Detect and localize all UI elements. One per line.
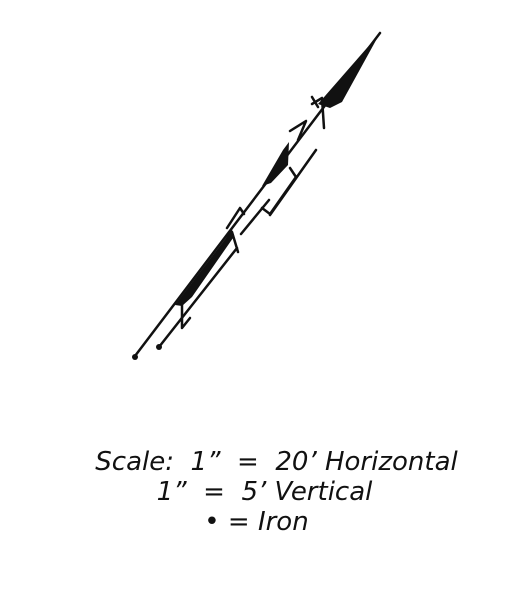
scale-horizontal-label: Scale: 1” = 20’ Horizontal bbox=[95, 447, 458, 477]
offset-middle-right bbox=[230, 230, 240, 254]
offset-center-box bbox=[260, 166, 298, 216]
wedge-upper bbox=[318, 33, 380, 108]
iron-legend-label: • = Iron bbox=[204, 507, 309, 537]
offset-middle-left bbox=[225, 206, 246, 230]
iron-marker bbox=[132, 354, 138, 360]
boundary-line-inner-middle bbox=[239, 198, 271, 236]
offset-lower bbox=[180, 298, 192, 330]
wedge-lower bbox=[175, 228, 233, 306]
boundary-line-inner-lower bbox=[157, 246, 239, 349]
offset-top-tick bbox=[310, 95, 320, 109]
iron-marker bbox=[156, 344, 162, 350]
offset-upper-left bbox=[288, 119, 308, 142]
wedge-center bbox=[262, 142, 289, 186]
scale-vertical-label: 1” = 5’ Vertical bbox=[156, 477, 373, 507]
